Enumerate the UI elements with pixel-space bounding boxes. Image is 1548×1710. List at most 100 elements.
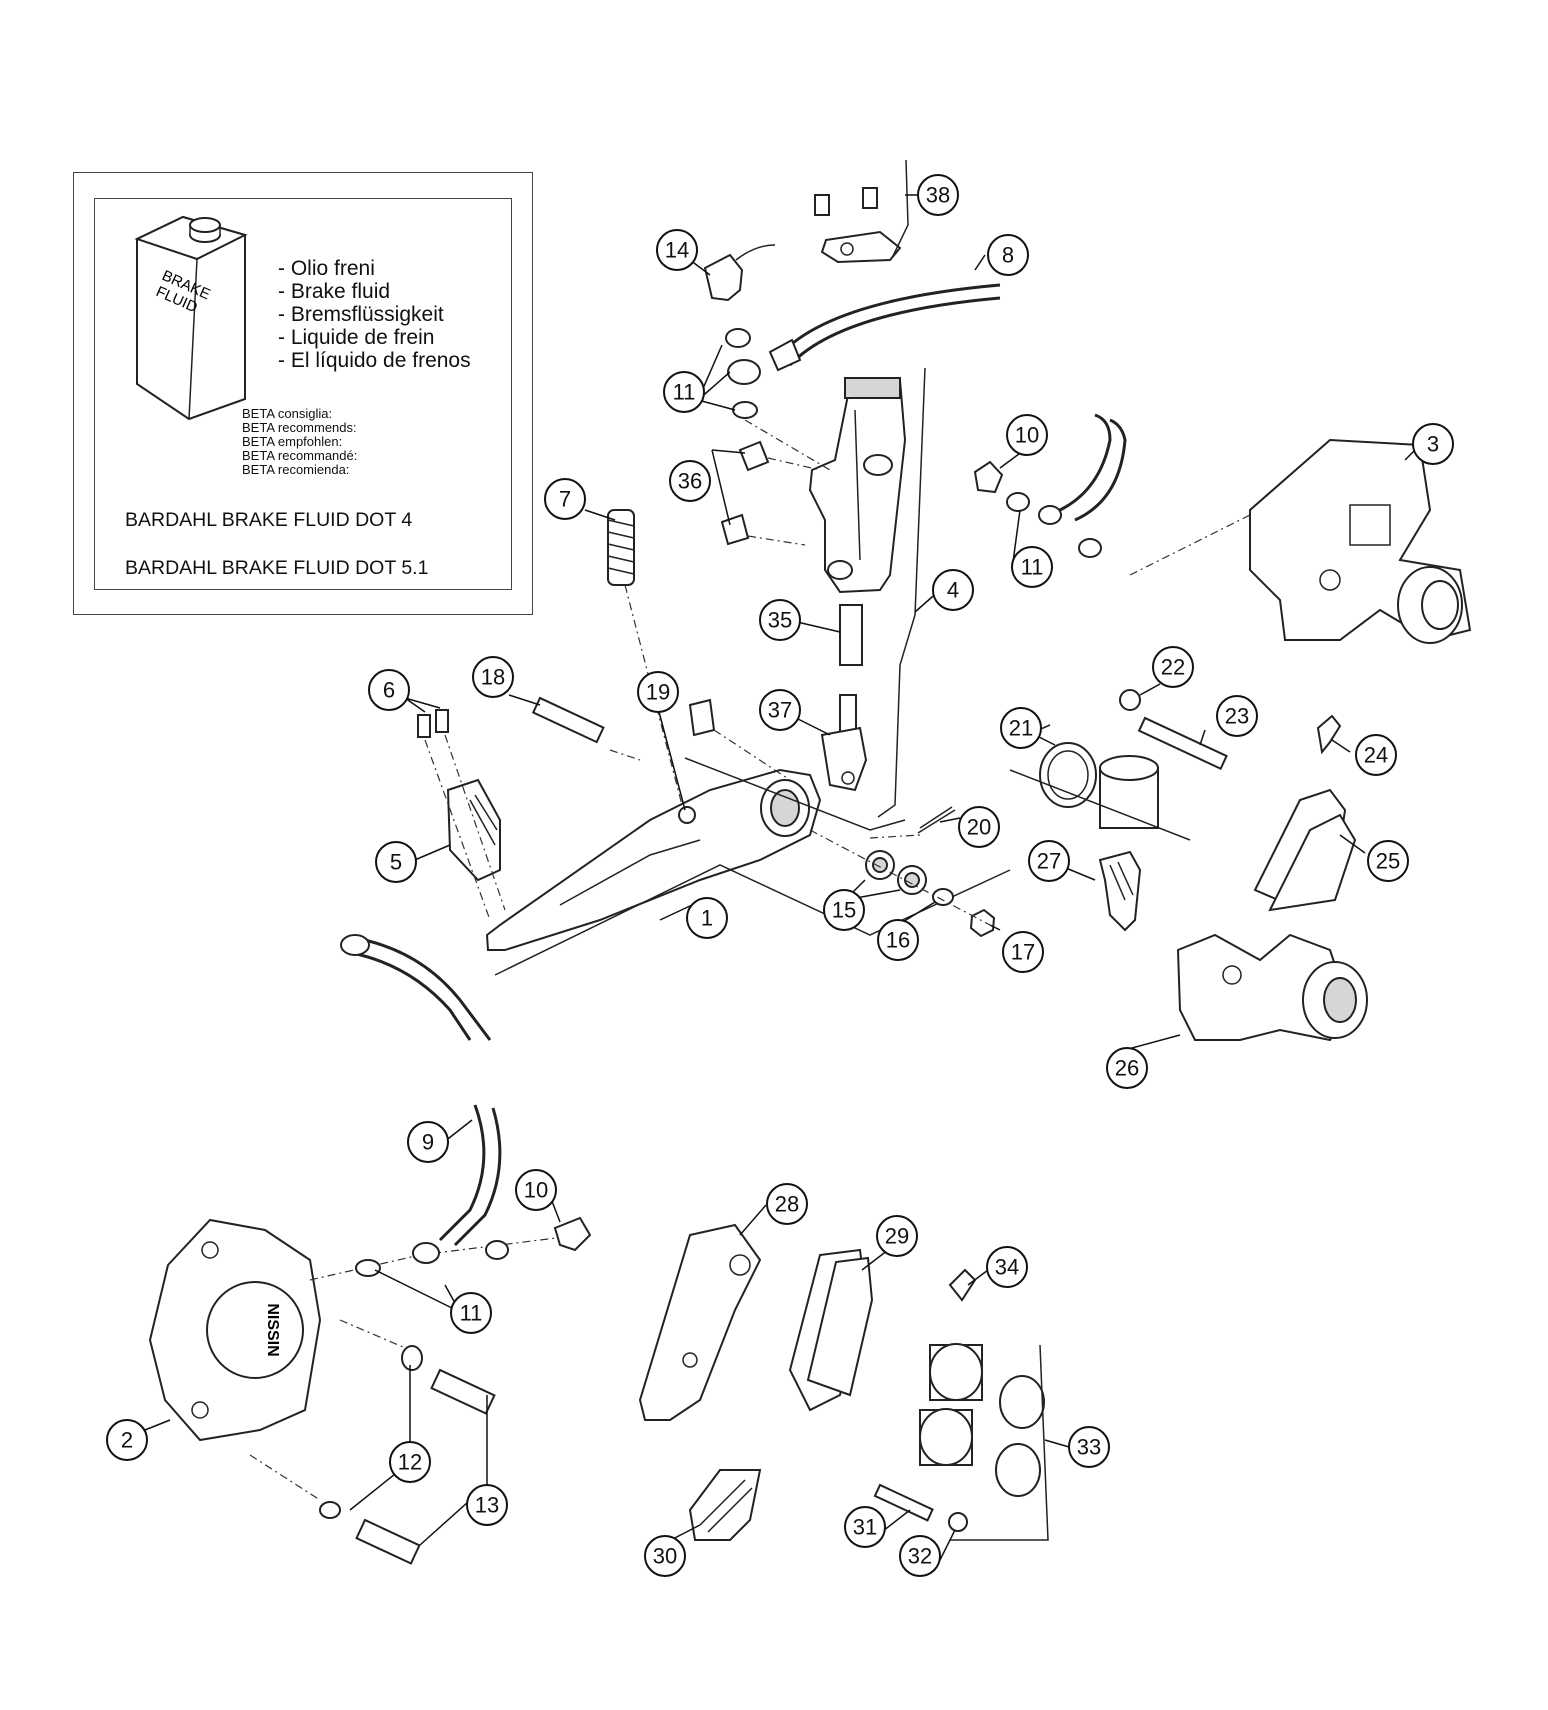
brake-fluid-info-box: BRAKE FLUID - Olio freni - Brake fluid -… (73, 172, 533, 615)
svg-text:16: 16 (886, 928, 910, 953)
fluid-name-fr: - Liquide de frein (278, 326, 435, 349)
pushrod (839, 604, 863, 666)
svg-text:18: 18 (481, 665, 505, 690)
svg-text:29: 29 (885, 1224, 909, 1249)
callout-14: 14 (656, 229, 698, 271)
front-caliper: NISSIN (148, 1218, 322, 1442)
svg-text:14: 14 (665, 238, 689, 263)
svg-text:1: 1 (701, 906, 713, 931)
rear-caliper (1249, 438, 1472, 644)
callout-15: 15 (823, 889, 865, 931)
reservoir-cap-plate (814, 187, 902, 264)
svg-text:27: 27 (1037, 849, 1061, 874)
callout-11-mid: 11 (1011, 546, 1053, 588)
svg-text:17: 17 (1011, 940, 1035, 965)
mounting-bolts (720, 440, 770, 546)
svg-text:2: 2 (121, 1428, 133, 1453)
caliper-brand-label: NISSIN (264, 1303, 281, 1356)
callout-35: 35 (759, 599, 801, 641)
callout-27: 27 (1028, 840, 1070, 882)
callout-22: 22 (1152, 646, 1194, 688)
recommendation-list: BETA consiglia: BETA recommends: BETA em… (242, 407, 357, 477)
caliper-bracket-rear (1176, 933, 1368, 1042)
fluid-name-es: - El líquido de frenos (278, 349, 471, 372)
callout-32: 32 (899, 1535, 941, 1577)
callout-19: 19 (637, 671, 679, 713)
callout-10-lower: 10 (515, 1169, 557, 1211)
callout-34: 34 (986, 1246, 1028, 1288)
svg-text:21: 21 (1009, 716, 1033, 741)
callout-11-bottom: 11 (450, 1292, 492, 1334)
svg-text:15: 15 (832, 898, 856, 923)
callout-37: 37 (759, 689, 801, 731)
recommend-de: BETA empfohlen: (242, 434, 343, 449)
callout-38: 38 (917, 174, 959, 216)
svg-text:4: 4 (947, 578, 959, 603)
svg-text:33: 33 (1077, 1435, 1101, 1460)
callout-21: 21 (1000, 707, 1042, 749)
svg-text:11: 11 (460, 1301, 483, 1326)
fluid-name-it: - Olio freni (278, 257, 375, 280)
svg-text:34: 34 (995, 1255, 1019, 1280)
svg-text:26: 26 (1115, 1056, 1139, 1081)
master-cylinder (808, 377, 907, 594)
svg-text:22: 22 (1161, 655, 1185, 680)
svg-text:32: 32 (908, 1544, 932, 1569)
callout-3: 3 (1412, 423, 1454, 465)
svg-text:3: 3 (1427, 432, 1439, 457)
fluid-name-en: - Brake fluid (278, 280, 391, 303)
product-dot4: BARDAHL BRAKE FLUID DOT 4 (125, 509, 413, 531)
svg-text:13: 13 (475, 1493, 499, 1518)
svg-text:38: 38 (926, 183, 950, 208)
product-dot51: BARDAHL BRAKE FLUID DOT 5.1 (125, 557, 429, 579)
recommend-en: BETA recommends: (242, 420, 357, 435)
callout-10-upper: 10 (1006, 414, 1048, 456)
brake-pads-front (788, 1248, 874, 1412)
svg-text:11: 11 (673, 380, 696, 405)
callout-29: 29 (876, 1215, 918, 1257)
callout-1: 1 (686, 897, 728, 939)
front-caliper-pistons (919, 1343, 1045, 1497)
svg-text:31: 31 (853, 1515, 877, 1540)
svg-text:35: 35 (768, 608, 792, 633)
callout-16: 16 (877, 919, 919, 961)
clevis (820, 726, 868, 792)
return-spring (607, 509, 635, 586)
callout-6: 6 (368, 669, 410, 711)
recommend-es: BETA recomienda: (242, 462, 350, 477)
callout-9: 9 (407, 1121, 449, 1163)
callout-4: 4 (932, 569, 974, 611)
brake-fluid-can-icon: BRAKE FLUID (134, 215, 248, 421)
callout-5: 5 (375, 841, 417, 883)
callout-31: 31 (844, 1506, 886, 1548)
callout-20: 20 (958, 806, 1000, 848)
fluid-name-de: - Bremsflüssigkeit (278, 303, 444, 326)
banjo-fitting (703, 244, 776, 302)
svg-text:10: 10 (524, 1178, 548, 1203)
fluid-name-list: - Olio freni - Brake fluid - Bremsflüssi… (278, 257, 471, 372)
callout-36: 36 (669, 460, 711, 502)
callout-30: 30 (644, 1535, 686, 1577)
callout-26: 26 (1106, 1047, 1148, 1089)
callout-11-top: 11 (663, 371, 705, 413)
callout-7: 7 (544, 478, 586, 520)
svg-text:24: 24 (1364, 743, 1388, 768)
callout-8: 8 (987, 234, 1029, 276)
svg-text:20: 20 (967, 815, 991, 840)
svg-text:7: 7 (559, 487, 571, 512)
svg-text:23: 23 (1225, 704, 1249, 729)
svg-text:12: 12 (398, 1450, 422, 1475)
callout-25: 25 (1367, 840, 1409, 882)
svg-text:8: 8 (1002, 243, 1014, 268)
svg-text:28: 28 (775, 1192, 799, 1217)
callout-23: 23 (1216, 695, 1258, 737)
svg-text:6: 6 (383, 678, 395, 703)
svg-text:5: 5 (390, 850, 402, 875)
callout-17: 17 (1002, 931, 1044, 973)
callout-18: 18 (472, 656, 514, 698)
svg-text:25: 25 (1376, 849, 1400, 874)
pedal-step (446, 778, 501, 882)
callout-24: 24 (1355, 734, 1397, 776)
caliper-bracket-front (638, 1223, 762, 1421)
